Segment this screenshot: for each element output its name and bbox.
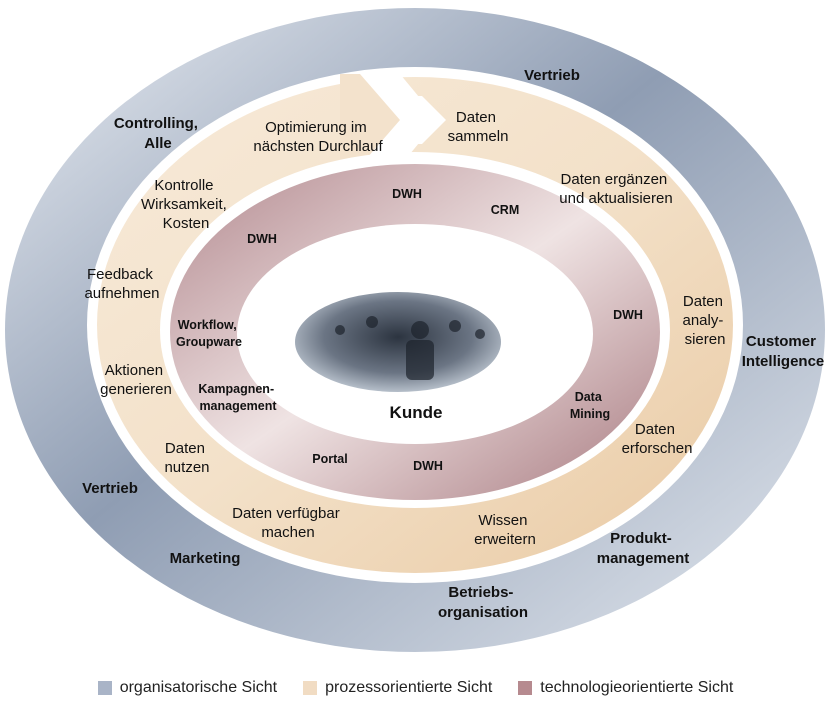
tech-dwh-top: DWH (392, 187, 422, 201)
tech-datamining-line1: Data (575, 390, 603, 404)
proc-kontrolle-line2: Wirksamkeit, (141, 196, 227, 213)
proc-aktionen-line2: generieren (100, 381, 172, 398)
org-controlling-line2: Alle (144, 135, 172, 152)
org-produktmanagement: Produkt- management (597, 530, 690, 567)
process-arrow-head-right (408, 96, 446, 144)
proc-analysieren-line3: sieren (685, 331, 726, 348)
legend-swatch-organizational (97, 681, 112, 695)
org-vertrieb-left: Vertrieb (82, 480, 138, 497)
proc-analysieren-line2: analy- (682, 312, 723, 329)
proc-daten-analysieren: Daten analy- sieren (682, 293, 727, 348)
org-controlling: Controlling, Alle (114, 115, 202, 152)
tech-kampagnen-line2: management (199, 399, 277, 413)
proc-optimierung: Optimierung im nächsten Durchlauf (253, 119, 383, 155)
crowd-figures (335, 316, 485, 380)
proc-wissen-line1: Wissen (478, 512, 527, 529)
org-betrieb-line1: Betriebs- (448, 584, 513, 601)
org-produkt-line2: management (597, 550, 690, 567)
tech-dwh-topleft: DWH (247, 232, 277, 246)
proc-aktionen-line1: Aktionen (105, 362, 163, 379)
proc-kontrolle-line1: Kontrolle (154, 177, 213, 194)
proc-feedback-line1: Feedback (87, 266, 153, 283)
proc-daten-sammeln: Daten sammeln (448, 109, 509, 145)
org-marketing: Marketing (170, 550, 241, 567)
tech-dwh-bottom: DWH (413, 459, 443, 473)
tech-kampagnen: Kampagnen- management (198, 382, 277, 413)
proc-feedback-line2: aufnehmen (84, 285, 159, 302)
cycle-diagram-svg: Vertrieb Controlling, Alle Customer Inte… (5, 8, 825, 652)
legend-item-technology: technologieorientierte Sicht (518, 679, 733, 697)
proc-daten-erforschen: Daten erforschen (622, 421, 693, 457)
process-arrow-head-left (340, 74, 400, 166)
legend-label-process: prozessorientierte Sicht (325, 679, 493, 696)
proc-nutzen-line2: nutzen (164, 459, 209, 476)
proc-wissen-line2: erweitern (474, 531, 536, 548)
proc-daten-verfuegbar: Daten verfügbar machen (232, 505, 344, 541)
proc-optimierung-line1: Optimierung im (265, 119, 367, 136)
proc-verfuegbar-line1: Daten verfügbar (232, 505, 340, 522)
tech-workflow-line1: Workflow, (178, 318, 237, 332)
org-betriebsorganisation: Betriebs- organisation (438, 584, 528, 621)
legend-item-process: prozessorientierte Sicht (303, 679, 492, 697)
proc-daten-ergaenzen: Daten ergänzen und aktualisieren (559, 171, 672, 207)
proc-ergaenzen-line1: Daten ergänzen (561, 171, 668, 188)
proc-verfuegbar-line2: machen (261, 524, 314, 541)
tech-portal: Portal (312, 452, 347, 466)
org-ci-line1: Customer (746, 333, 816, 350)
tech-datamining-line2: Mining (570, 407, 610, 421)
legend: organisatorische Sicht prozessorientiert… (0, 676, 831, 700)
proc-analysieren-line1: Daten (683, 293, 723, 310)
tech-workflow: Workflow, Groupware (176, 318, 242, 349)
tech-dwh-right: DWH (613, 308, 643, 322)
org-controlling-line1: Controlling, (114, 115, 198, 132)
proc-erforschen-line1: Daten (635, 421, 675, 438)
proc-kontrolle: Kontrolle Wirksamkeit, Kosten (141, 177, 231, 232)
proc-erforschen-line2: erforschen (622, 440, 693, 457)
legend-label-organizational: organisatorische Sicht (119, 679, 278, 696)
proc-nutzen-line1: Daten (165, 440, 205, 457)
org-vertrieb-top: Vertrieb (524, 67, 580, 84)
legend-label-technology: technologieorientierte Sicht (540, 679, 734, 696)
org-betrieb-line2: organisation (438, 604, 528, 621)
org-produkt-line1: Produkt- (610, 530, 672, 547)
proc-feedback-aufnehmen: Feedback aufnehmen (84, 266, 159, 302)
proc-kontrolle-line3: Kosten (163, 215, 210, 232)
tech-workflow-line2: Groupware (176, 335, 242, 349)
org-ci-line2: Intelligence (742, 353, 825, 370)
proc-optimierung-line2: nächsten Durchlauf (253, 138, 383, 155)
proc-sammeln-line1: Daten (456, 109, 496, 126)
legend-item-organizational: organisatorische Sicht (97, 679, 278, 697)
tech-crm: CRM (491, 203, 519, 217)
proc-wissen-erweitern: Wissen erweitern (474, 512, 536, 548)
org-customer-intelligence: Customer Intelligence (742, 333, 825, 370)
crowd-photo (295, 292, 501, 392)
legend-swatch-technology (518, 681, 533, 695)
proc-aktionen-generieren: Aktionen generieren (100, 362, 172, 398)
proc-daten-nutzen: Daten nutzen (164, 440, 209, 476)
proc-ergaenzen-line2: und aktualisieren (559, 190, 672, 207)
proc-sammeln-line2: sammeln (448, 128, 509, 145)
center-label-kunde: Kunde (390, 403, 443, 422)
tech-data-mining: Data Mining (570, 390, 610, 421)
legend-swatch-process (303, 681, 318, 695)
tech-kampagnen-line1: Kampagnen- (198, 382, 274, 396)
